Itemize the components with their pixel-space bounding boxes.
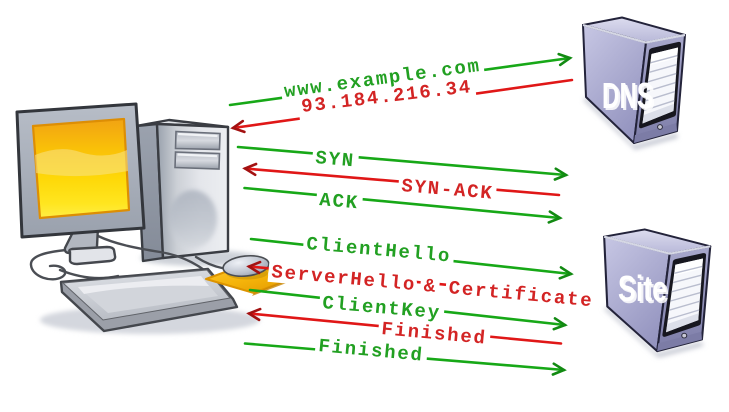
- svg-text:SYN: SYN: [314, 147, 355, 172]
- svg-text:SYN-ACK: SYN-ACK: [400, 175, 494, 205]
- svg-text:Site: Site: [618, 268, 667, 309]
- svg-text:ServerHello: ServerHello: [270, 261, 417, 296]
- svg-text:DNS: DNS: [604, 77, 655, 118]
- svg-text:ClientHello: ClientHello: [305, 233, 452, 268]
- svg-text:&: &: [423, 275, 438, 298]
- svg-text:DNS: DNS: [602, 75, 653, 116]
- svg-text:Site: Site: [620, 270, 669, 311]
- svg-text:Certificate: Certificate: [448, 277, 595, 312]
- svg-text:ACK: ACK: [318, 189, 359, 214]
